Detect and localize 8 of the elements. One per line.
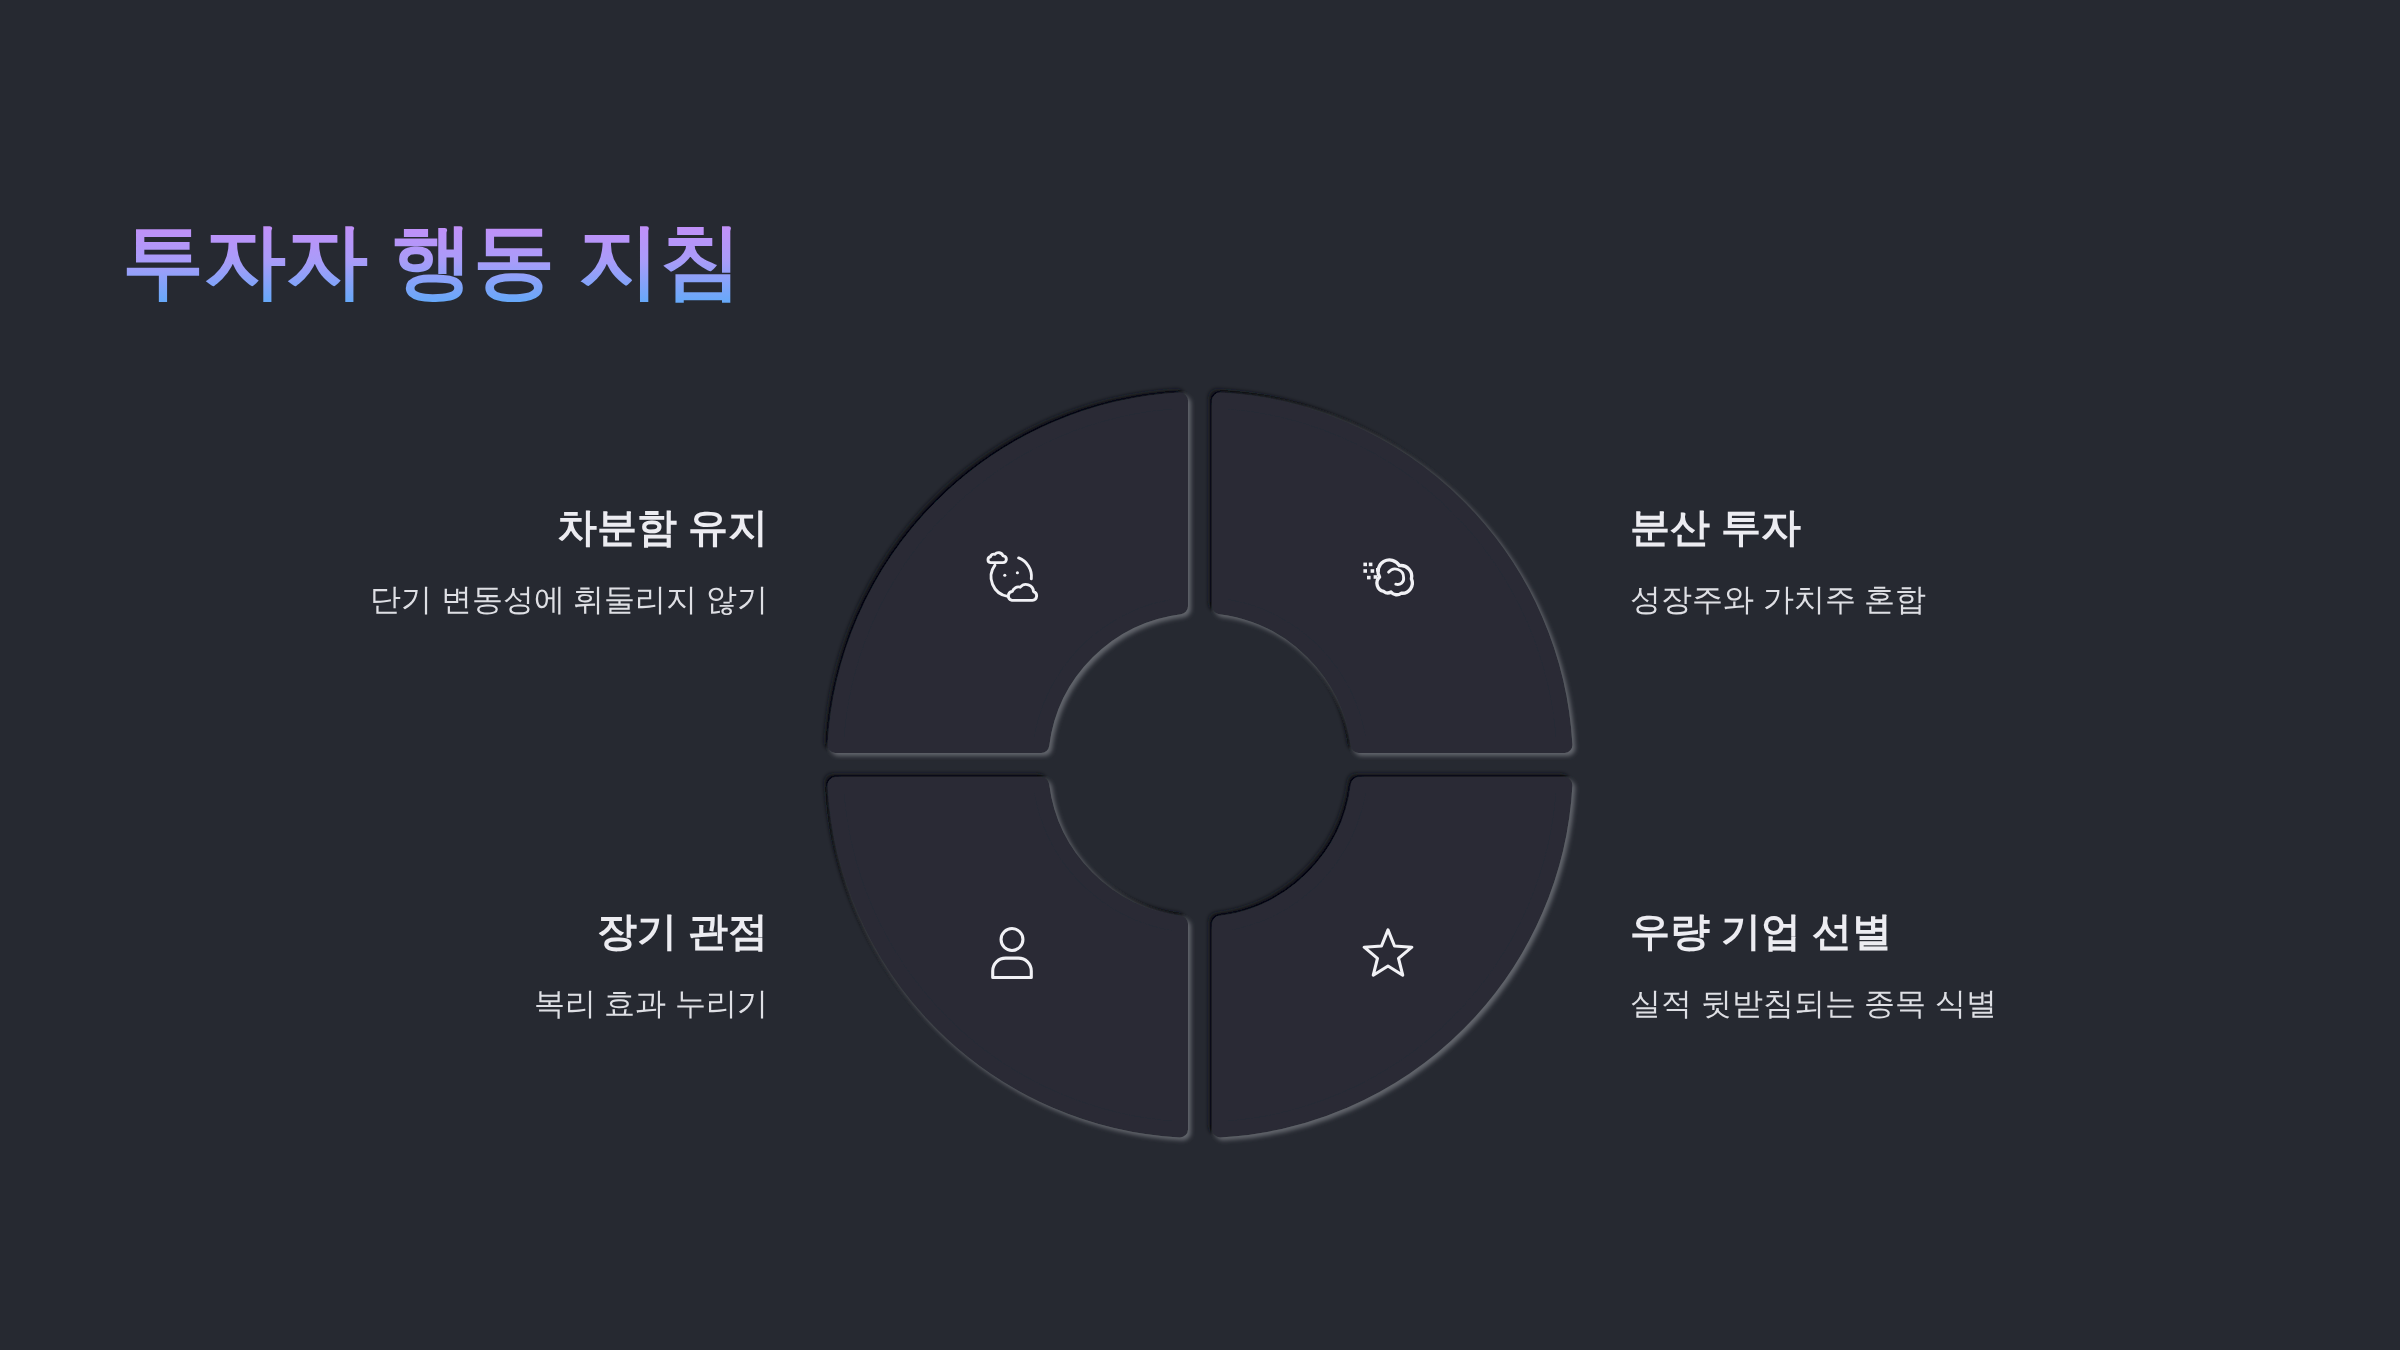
quadrant-description: 단기 변동성에 휘둘리지 않기 bbox=[370, 581, 768, 619]
quadrant-heading: 장기 관점 bbox=[596, 908, 768, 955]
quadrant-description: 실적 뒷받침되는 종목 식별 bbox=[1630, 985, 1997, 1023]
quadrant-description: 복리 효과 누리기 bbox=[533, 985, 768, 1023]
quadrant-heading: 우량 기업 선별 bbox=[1630, 908, 1893, 955]
quadrant-heading: 차분함 유지 bbox=[556, 504, 768, 551]
quadrant-description: 성장주와 가치주 혼합 bbox=[1630, 581, 1927, 619]
quadrant-heading: 분산 투자 bbox=[1630, 504, 1802, 551]
